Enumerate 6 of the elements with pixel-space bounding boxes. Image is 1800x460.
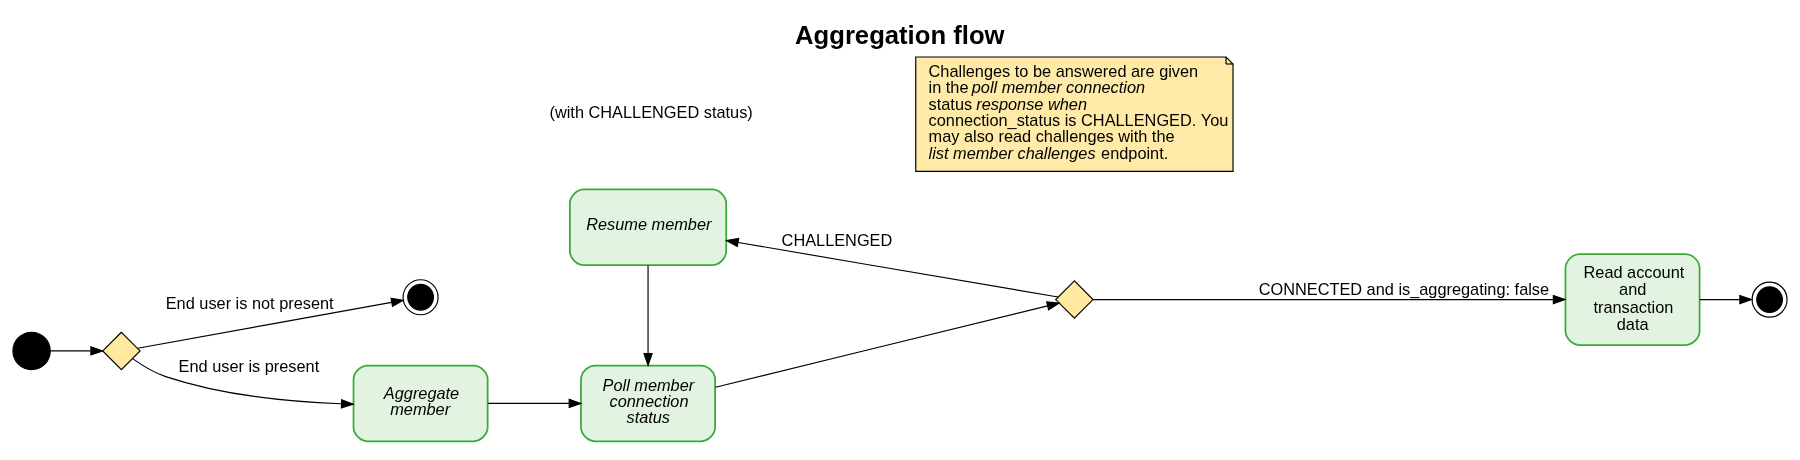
diagram-title: Aggregation flow — [795, 20, 1005, 49]
edge-label: CHALLENGED — [781, 230, 893, 249]
edge-label: End user is not present — [165, 293, 334, 312]
label: (with CHALLENGED status) — [549, 102, 753, 121]
edge-label: CONNECTED and is_aggregating: false — [1258, 279, 1550, 298]
edge-label: End user is present — [178, 356, 320, 375]
